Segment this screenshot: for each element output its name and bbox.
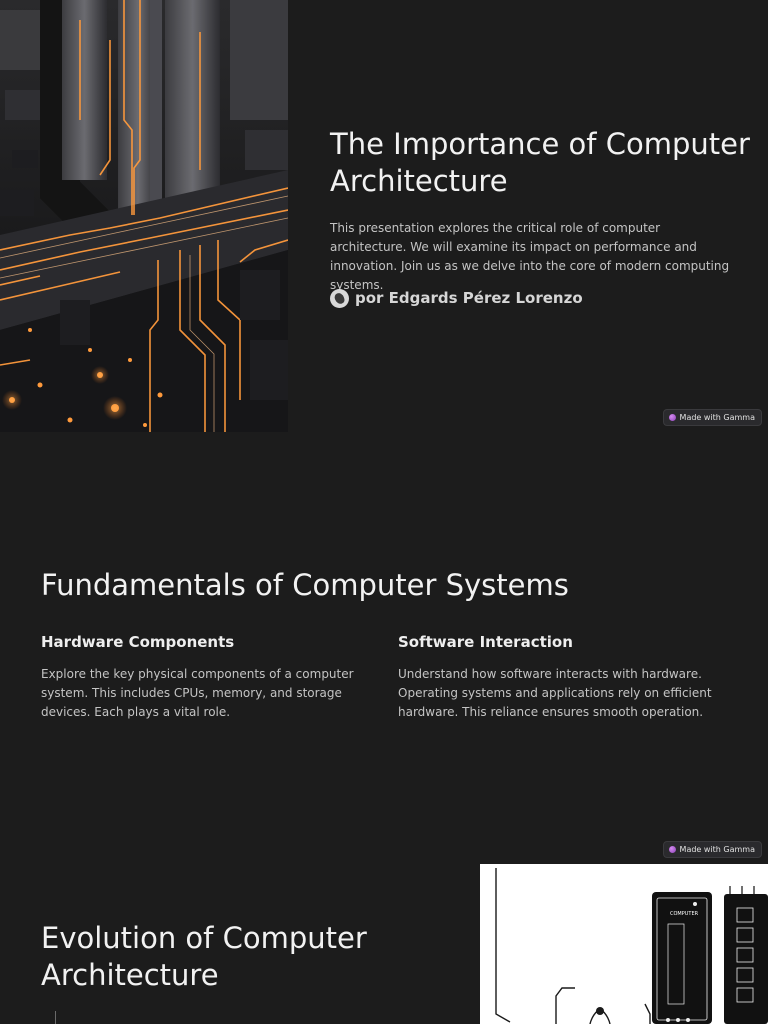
software-interaction-card: Software Interaction Understand how soft… <box>398 632 718 722</box>
circuit-board-image <box>0 0 288 432</box>
presentation-title: The Importance of Computer Architecture <box>330 127 750 198</box>
hardware-components-card: Hardware Components Explore the key phys… <box>41 632 361 722</box>
computer-label: COMPUTER <box>670 911 699 917</box>
presentation-description: This presentation explores the critical … <box>330 221 730 292</box>
slide-title: Evolution of Computer Architecture <box>41 921 367 992</box>
slide-title: Fundamentals of Computer Systems <box>41 568 569 602</box>
slide-intro: The Importance of Computer Architecture … <box>0 0 768 432</box>
card-text: Understand how software interacts with h… <box>398 667 712 719</box>
author-avatar <box>330 288 349 308</box>
author-name: por Edgards Pérez Lorenzo <box>355 289 583 307</box>
badge-label: Made with Gamma <box>679 413 755 422</box>
slide-fundamentals: Fundamentals of Computer Systems Hardwar… <box>0 432 768 864</box>
badge-label: Made with Gamma <box>679 845 755 854</box>
card-heading: Hardware Components <box>41 633 235 651</box>
gamma-logo-icon <box>668 846 676 853</box>
author-byline: por Edgards Pérez Lorenzo <box>330 288 583 308</box>
made-with-gamma-badge[interactable]: Made with Gamma <box>662 841 762 858</box>
gamma-logo-icon <box>668 414 676 421</box>
timeline-line <box>55 1011 56 1024</box>
slide-evolution: Evolution of Computer Architecture COMPU… <box>0 864 768 1024</box>
vintage-computer-illustration: COMPUTER <box>480 864 768 1024</box>
card-text: Explore the key physical components of a… <box>41 667 354 719</box>
card-heading: Software Interaction <box>398 633 573 651</box>
made-with-gamma-badge[interactable]: Made with Gamma <box>662 409 762 426</box>
